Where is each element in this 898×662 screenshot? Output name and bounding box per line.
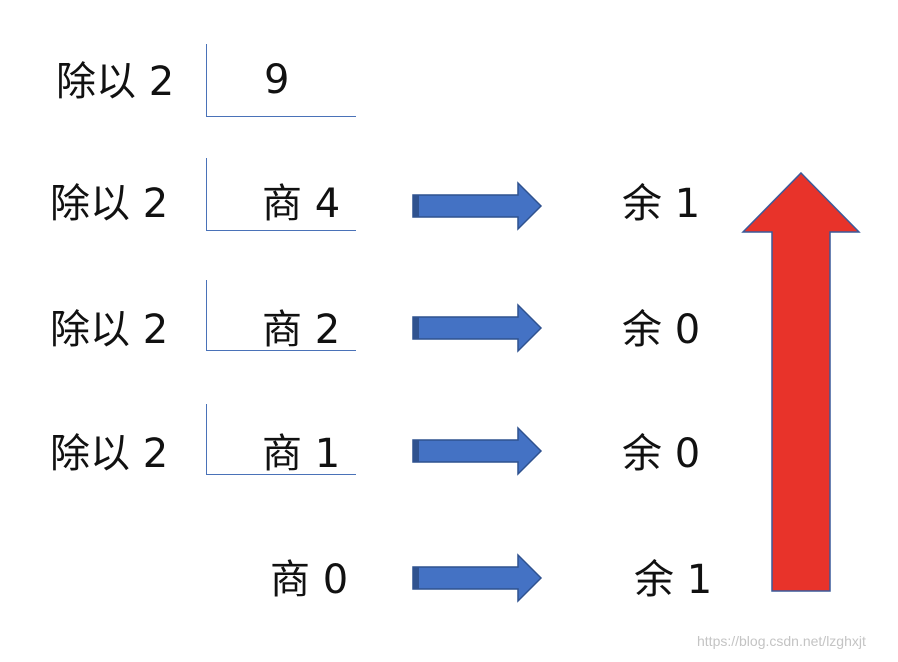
remainder-row-1: 余 1 [622,181,701,227]
remainder-row-2: 余 0 [622,307,701,353]
upward-read-direction-arrow [741,171,861,592]
division-bracket-horizontal-row-1 [206,230,356,231]
right-arrow-row-1 [412,181,543,231]
divisor-label-row-3: 除以 2 [50,431,169,477]
remainder-row-3: 余 0 [622,431,701,477]
divisor-label-row-0: 除以 2 [56,59,175,105]
right-arrow-row-3 [412,426,543,476]
quotient-row-3: 商 1 [262,431,341,477]
division-bracket-horizontal-row-0 [206,116,356,117]
division-bracket-vertical-row-2 [206,280,207,350]
remainder-row-4: 余 1 [634,557,713,603]
divisor-label-row-1: 除以 2 [50,181,169,227]
divisor-label-row-2: 除以 2 [50,307,169,353]
quotient-row-1: 商 4 [262,181,341,227]
division-bracket-vertical-row-0 [206,44,207,116]
quotient-row-2: 商 2 [262,307,341,353]
division-bracket-horizontal-row-3 [206,474,356,475]
division-bracket-vertical-row-3 [206,404,207,474]
dividend-value: 9 [264,57,290,103]
right-arrow-row-4 [412,553,543,603]
division-bracket-vertical-row-1 [206,158,207,230]
quotient-row-4: 商 0 [270,557,349,603]
division-bracket-horizontal-row-2 [206,350,356,351]
watermark-text: https://blog.csdn.net/lzghxjt [697,633,866,649]
right-arrow-row-2 [412,303,543,353]
